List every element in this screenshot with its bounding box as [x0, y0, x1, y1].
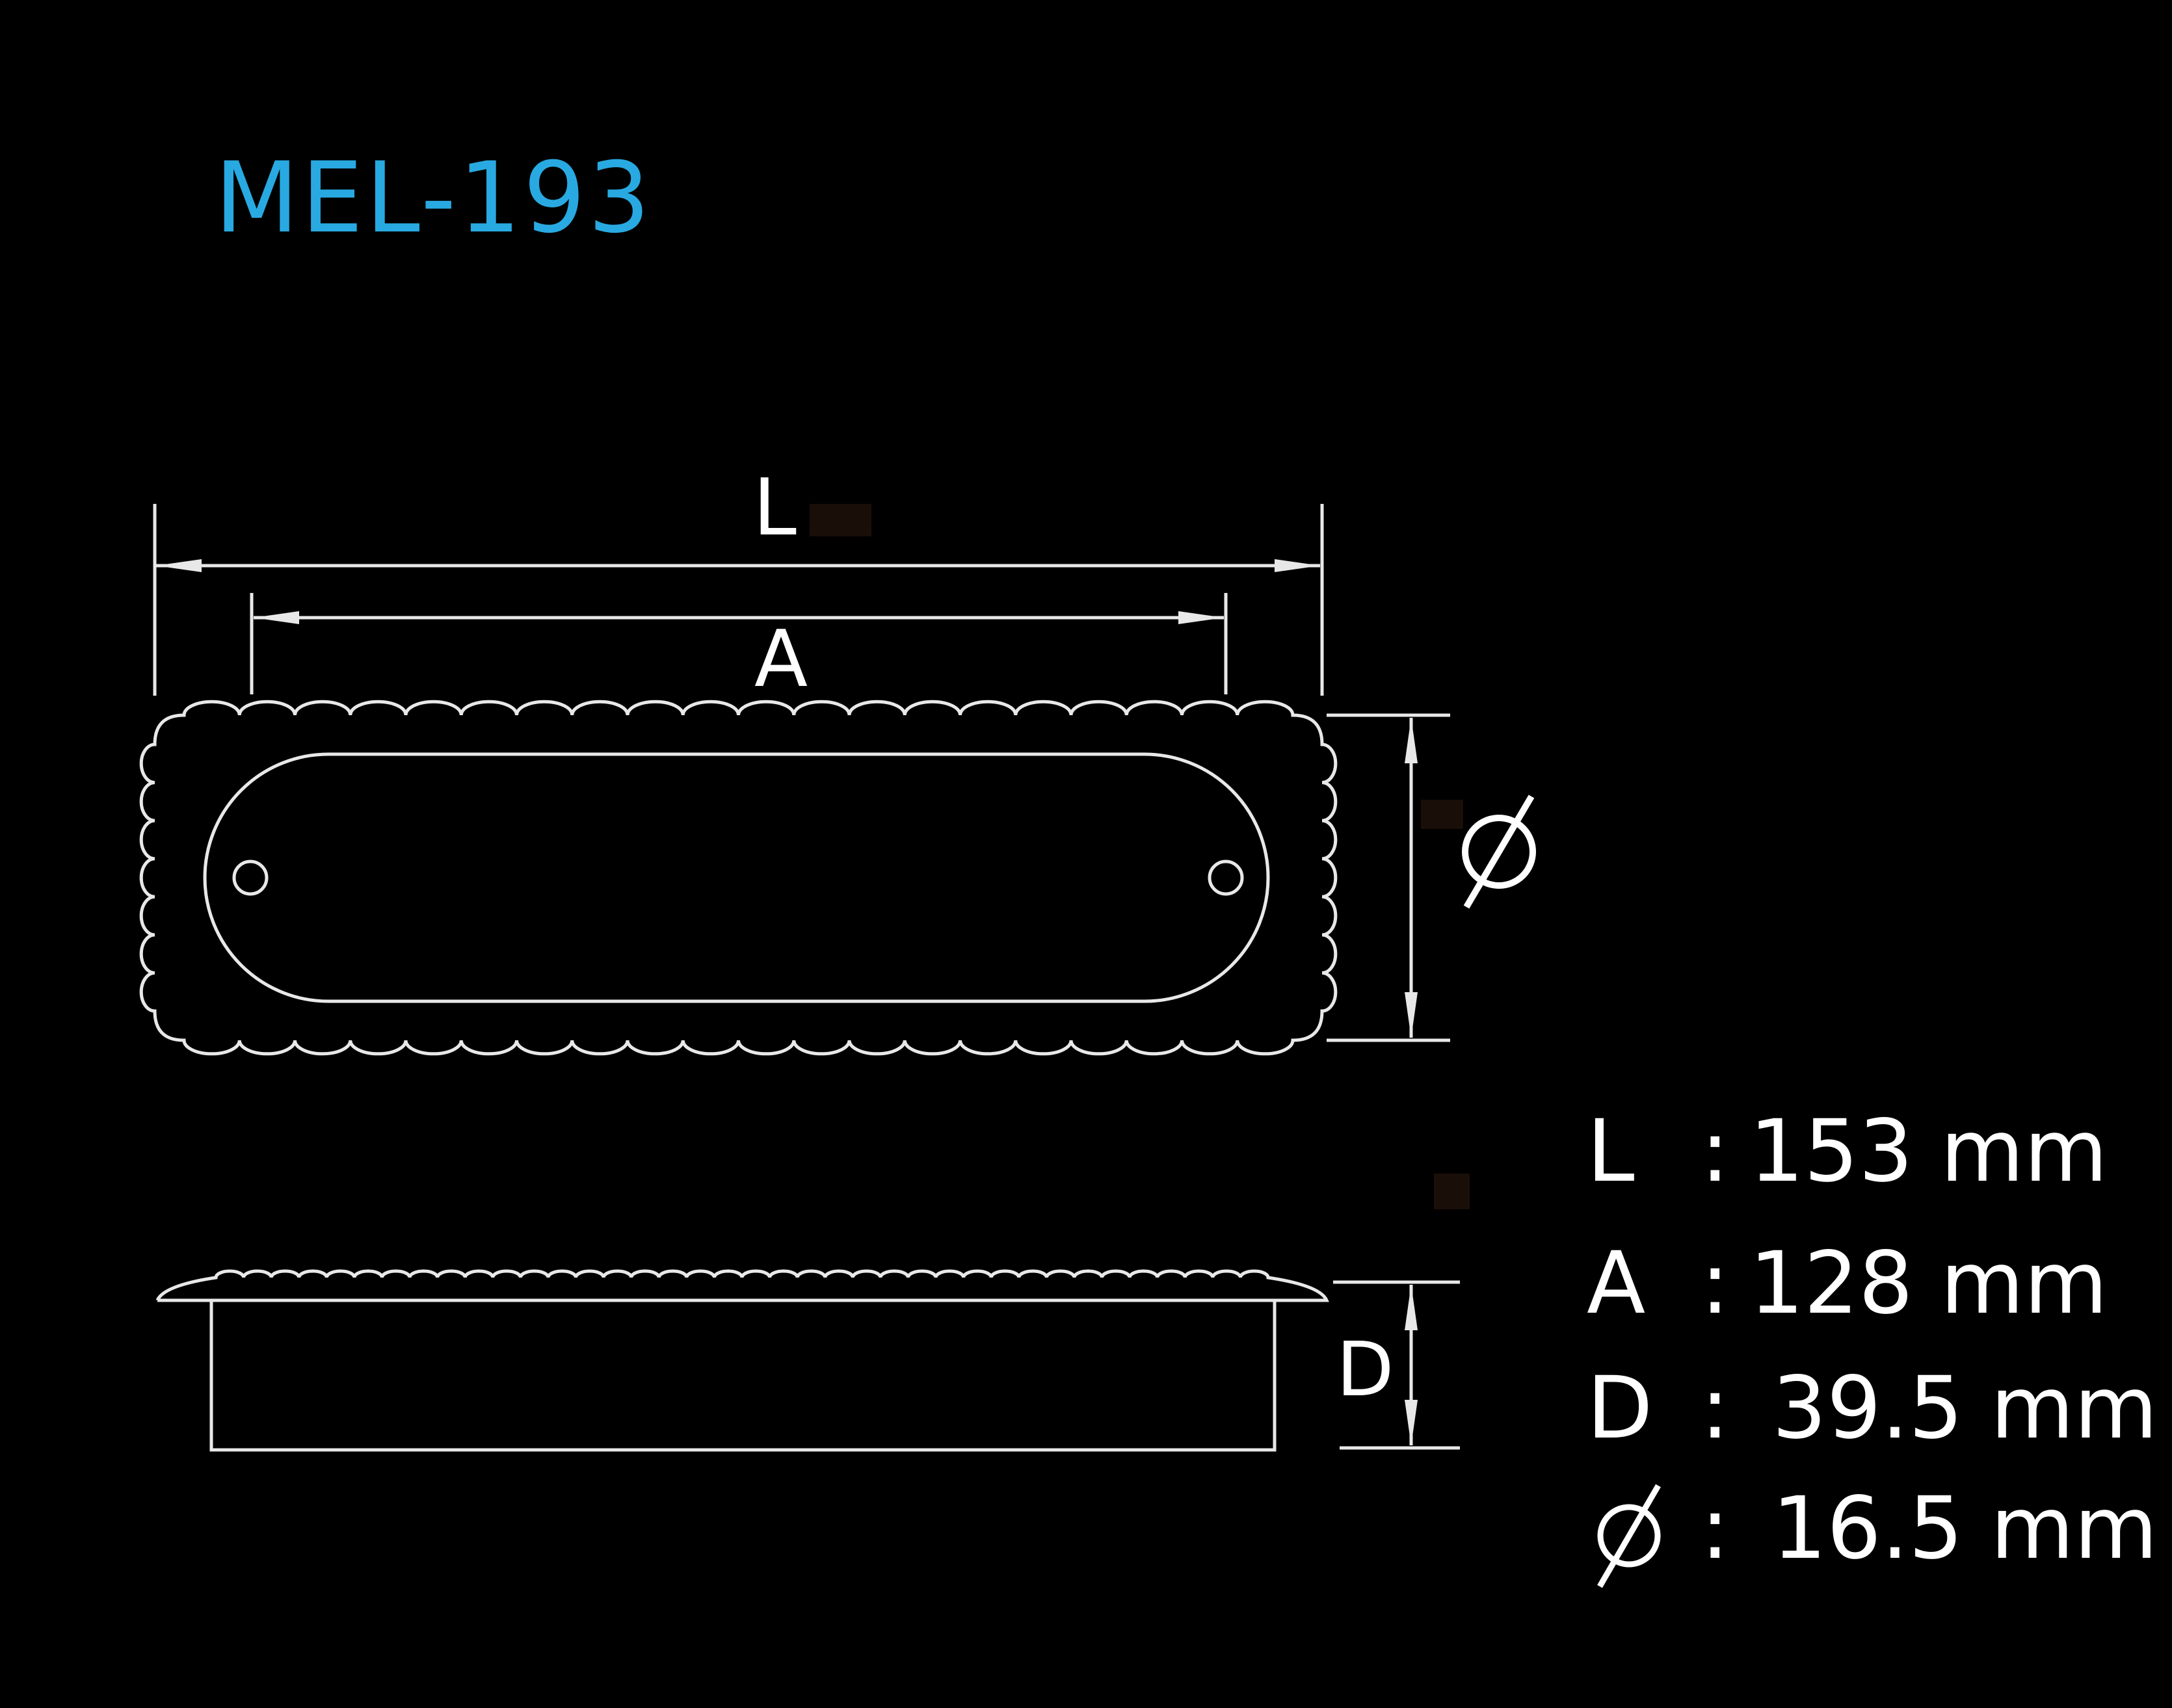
- spec-key: A: [1587, 1233, 1646, 1334]
- model-number: MEL-193: [215, 142, 653, 255]
- scalloped-plate-outline: [139, 700, 1338, 1056]
- length-label: L: [753, 463, 797, 553]
- screw-hole-left: [232, 860, 269, 896]
- spec-key: D: [1587, 1358, 1653, 1458]
- spec-colon: :: [1701, 1233, 1730, 1334]
- spec-value: 39.5 mm: [1772, 1358, 2158, 1458]
- diameter-dimension: [1327, 713, 1450, 1042]
- diameter-symbol-spec: [1597, 1484, 1661, 1588]
- spec-value: 16.5 mm: [1772, 1478, 2158, 1579]
- diameter-symbol-large: [1462, 795, 1536, 909]
- registration-marks: [810, 504, 1470, 1209]
- spec-colon: :: [1701, 1101, 1730, 1202]
- top-view: [139, 700, 1338, 1056]
- recess-body: [209, 1300, 1277, 1452]
- side-view: [155, 1269, 1329, 1452]
- spec-key: L: [1587, 1101, 1635, 1202]
- depth-label: D: [1336, 1326, 1394, 1413]
- spec-colon: :: [1701, 1478, 1730, 1579]
- spec-value: 153 mm: [1749, 1101, 2108, 1202]
- length-dimension: [153, 504, 1324, 696]
- flange-profile: [155, 1269, 1329, 1302]
- depth-dimension: [1333, 1280, 1460, 1450]
- inner-dimension: [250, 593, 1228, 694]
- spec-colon: :: [1701, 1358, 1730, 1458]
- screw-hole-right: [1208, 860, 1244, 896]
- spec-value: 128 mm: [1749, 1233, 2108, 1334]
- inner-length-label: A: [754, 614, 808, 705]
- inner-recess: [203, 752, 1270, 1003]
